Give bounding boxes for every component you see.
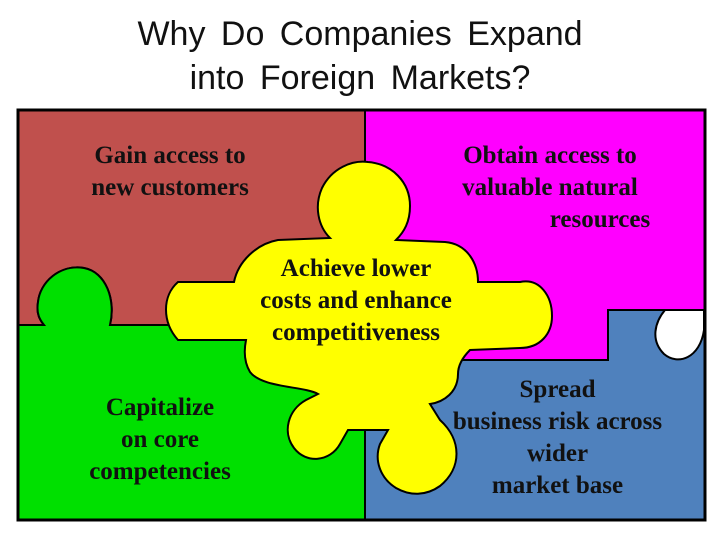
top-left-line-2: new customers (91, 174, 249, 201)
text-center: Achieve lower costs and enhance competit… (216, 253, 496, 349)
bottom-left-line-1: Capitalize (105, 394, 215, 421)
bottom-right-line-4: market base (491, 472, 624, 499)
top-right-line-3: resources (549, 206, 651, 233)
puzzle-frame (16, 108, 707, 522)
title-line-1: Why Do Companies Expand (137, 15, 583, 53)
text-bottom-right: Spread business risk across wider market… (415, 374, 700, 502)
text-top-right: Obtain access to valuable natural resour… (410, 140, 690, 236)
text-bottom-left: Capitalize on core competencies (50, 392, 270, 488)
title-line-2: into Foreign Markets? (189, 59, 531, 97)
bottom-right-line-1: Spread (519, 376, 596, 403)
bottom-right-line-2: business risk across (452, 408, 663, 435)
center-line-1: Achieve lower (280, 255, 432, 282)
top-right-line-1: Obtain access to (463, 142, 637, 169)
slide-title: Why Do Companies Expand into Foreign Mar… (0, 12, 720, 100)
center-line-3: competitiveness (271, 319, 441, 346)
text-top-left: Gain access to new customers (40, 140, 300, 204)
bottom-left-line-3: competencies (89, 458, 231, 485)
center-line-2: costs and enhance (260, 287, 452, 314)
top-right-line-2: valuable natural (462, 174, 638, 201)
bottom-right-line-3: wider (526, 440, 589, 467)
top-left-line-1: Gain access to (94, 142, 246, 169)
bottom-left-line-2: on core (121, 426, 199, 453)
puzzle-piece-center (165, 160, 554, 495)
